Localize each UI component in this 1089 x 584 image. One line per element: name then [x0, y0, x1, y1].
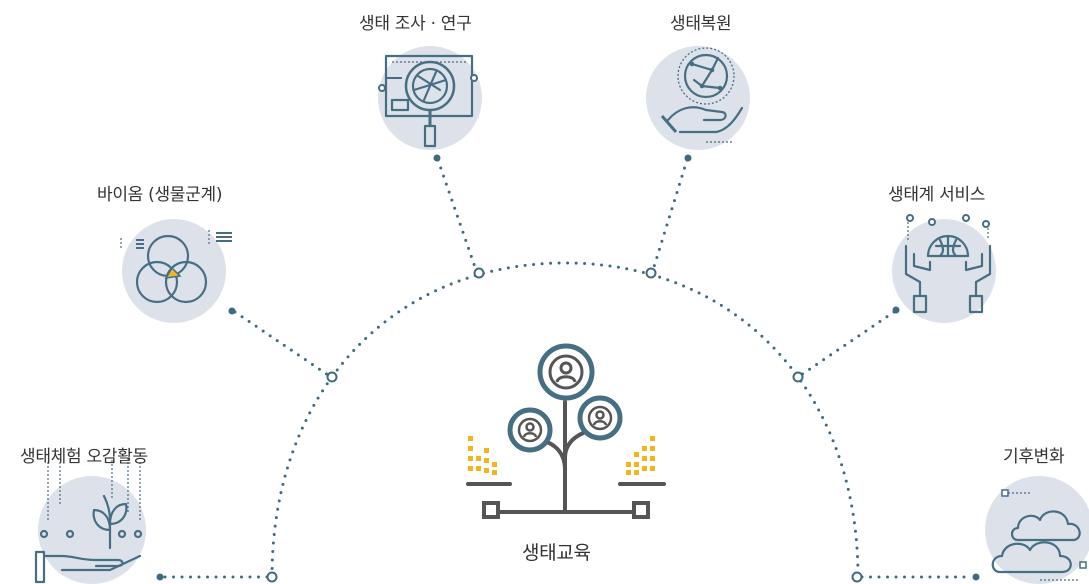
person-top — [537, 343, 595, 401]
person-right — [577, 395, 623, 441]
endpoint-service — [892, 306, 900, 314]
junction-experience — [266, 571, 278, 583]
center-label: 생태교육 — [522, 542, 591, 564]
clouds-icon — [985, 476, 1089, 584]
node-label-ecosystem-service: 생태계 서비스 — [888, 185, 986, 205]
endpoint-climate — [972, 573, 980, 581]
node-label-climate: 기후변화 — [1003, 447, 1065, 467]
node-label-research: 생태 조사 · 연구 — [359, 14, 472, 34]
person-left — [507, 407, 553, 453]
junction-research — [473, 267, 485, 279]
bar-accent-left — [468, 436, 497, 475]
node-label-experience: 생태체험 오감활동 — [20, 447, 148, 467]
connector-service — [799, 310, 896, 377]
node-label-restoration: 생태복원 — [670, 14, 732, 34]
endpoint-biome — [228, 307, 236, 315]
junction-climate — [851, 571, 863, 583]
globe-in-hand-icon — [646, 46, 750, 150]
plant-in-hand-icon — [34, 458, 146, 584]
endpoint-research — [433, 154, 441, 162]
people-tree-icon — [466, 343, 666, 519]
junction-restoration — [645, 267, 657, 279]
junction-service — [792, 371, 804, 383]
hands-holding-globe-icon — [892, 214, 996, 323]
endpoint-restoration — [684, 154, 692, 162]
venn-layers-icon — [120, 219, 232, 323]
connector-restoration — [651, 158, 689, 272]
junction-biome — [326, 371, 338, 383]
connector-research — [436, 158, 478, 272]
magnifier-research-icon — [378, 46, 482, 150]
endpoint-experience — [156, 573, 164, 581]
bar-accent-right — [626, 436, 655, 475]
node-label-biome: 바이옴 (생물군계) — [97, 185, 223, 205]
connector-biome — [233, 310, 330, 377]
main-arc — [270, 261, 860, 579]
